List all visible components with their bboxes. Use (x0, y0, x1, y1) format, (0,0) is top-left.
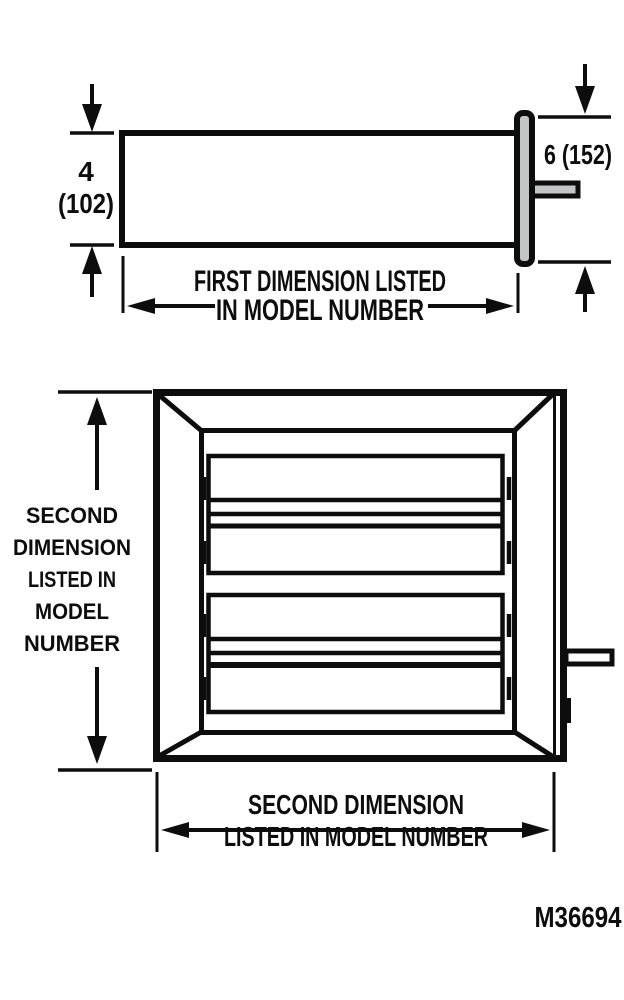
second-dim-v-line3: LISTED IN (28, 567, 116, 592)
figure-number: M36694 (535, 902, 622, 934)
handle-rod-front (563, 648, 615, 667)
arrowhead-down (87, 736, 107, 764)
arrowhead-up (82, 246, 102, 274)
handle-rod-side (527, 180, 581, 199)
flange-dim-value: 6 (152) (544, 139, 612, 170)
height-dim-metric: (102) (58, 188, 114, 219)
handle-detent (560, 698, 571, 723)
height-dimension: 4 (102) (58, 84, 114, 297)
second-dim-h-line1: SECOND DIMENSION (248, 789, 464, 820)
bevel-bottom-left (157, 728, 205, 759)
first-dim-line1: FIRST DIMENSION LISTED (194, 265, 446, 298)
arrowhead-left (161, 822, 189, 838)
second-dim-v-line2: DIMENSION (13, 535, 131, 560)
second-dim-v-line5: NUMBER (24, 631, 120, 656)
first-dim-line2: IN MODEL NUMBER (216, 294, 424, 327)
louver-blade-group-1 (201, 453, 512, 576)
mounting-flange-side (514, 110, 535, 267)
flange-dimension: 6 (152) (538, 64, 612, 312)
arrowhead-left (127, 298, 155, 314)
second-dimension-horizontal: SECOND DIMENSION LISTED IN MODEL NUMBER (155, 772, 556, 852)
arrowhead-up (575, 266, 595, 294)
side-view (119, 110, 581, 267)
second-dimension-vertical: SECOND DIMENSION LISTED IN MODEL NUMBER (13, 390, 152, 772)
second-dim-v-line1: SECOND (26, 503, 118, 528)
second-dim-v-line4: MODEL (35, 599, 109, 624)
louver-blade-group-2 (201, 592, 512, 715)
duct-body (119, 130, 520, 248)
first-dimension: FIRST DIMENSION LISTED IN MODEL NUMBER (121, 256, 520, 327)
arrowhead-down (82, 104, 102, 132)
bevel-top-left (157, 393, 205, 434)
arrowhead-right (486, 298, 514, 314)
front-view (153, 389, 615, 762)
arrowhead-down (575, 86, 595, 114)
height-dim-value: 4 (78, 156, 94, 187)
second-dim-h-line2: LISTED IN MODEL NUMBER (224, 821, 488, 852)
bevel-bottom-right (511, 728, 554, 759)
arrowhead-right (522, 822, 550, 838)
bevel-top-right (511, 393, 554, 434)
arrowhead-up (87, 397, 107, 425)
